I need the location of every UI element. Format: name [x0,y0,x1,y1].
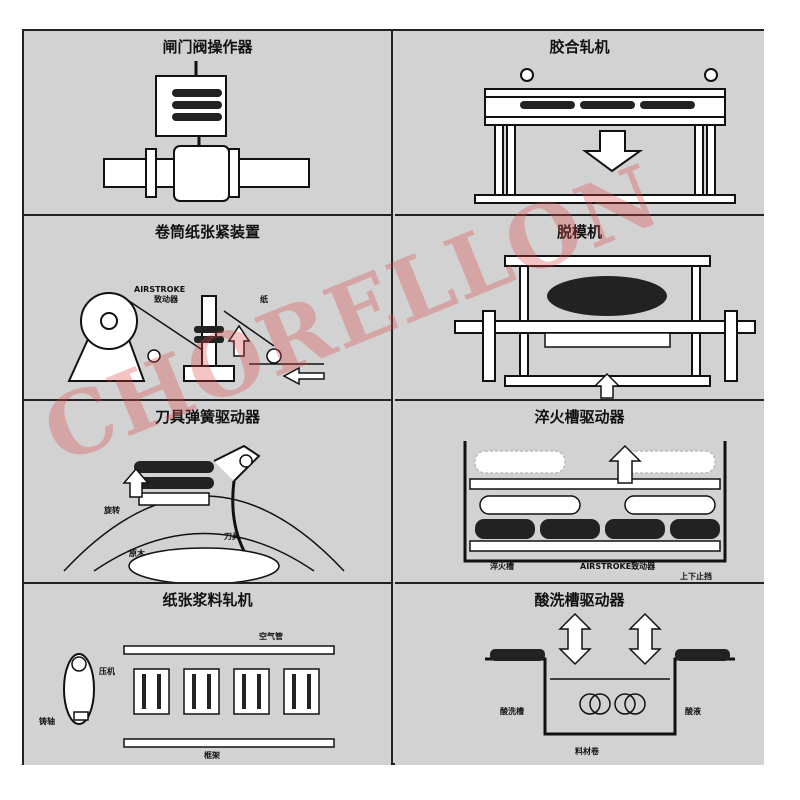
label-acid: 酸液 [685,706,701,716]
quench-tank-illustration: 淬火槽 AIRSTROKE致动器 上下止挡 [463,441,727,581]
panel-paper-roll: 卷筒纸张紧装置 AIRSTROKE 致动器 纸 [24,216,393,401]
label-airstroke: AIRSTROKE [134,285,185,294]
demolding-illustration [454,255,756,399]
panel-title: 胶合轧机 [549,38,610,56]
knife-spring-illustration: 旋转 原木 刀具 [63,444,345,582]
panel-title: 淬火槽驱动器 [534,408,625,426]
label-coil: 料材卷 [575,746,600,756]
panel-pickling-tank: 酸洗槽驱动器 酸洗槽 酸液 料材卷 [395,584,764,765]
label-stop: 上下止挡 [680,571,712,581]
panel-title: 酸洗槽驱动器 [534,591,625,609]
label-rotate: 旋转 [103,505,120,515]
panel-demolding: 脱模机 [395,216,764,401]
paper-roll-illustration: AIRSTROKE 致动器 纸 [67,285,325,386]
pickling-tank-illustration: 酸洗槽 酸液 料材卷 [485,612,735,756]
panel-title: 刀具弹簧驱动器 [154,408,260,426]
label-frame: 框架 [204,750,220,760]
label-tank: 淬火槽 [490,561,514,571]
label-log: 原木 [129,548,146,558]
panel-rubber-press: 胶合轧机 [395,31,764,216]
label-airpipe: 空气管 [259,631,283,641]
label-press: 压机 [99,666,115,676]
label-paper: 纸 [260,294,268,304]
gate-valve-illustration [103,61,310,202]
label-actuator: 致动器 [154,294,179,304]
panel-title: 纸张浆料轧机 [162,591,253,609]
panel-paper-pulp: 纸张浆料轧机 空气管 压机 铸轴 框架 [24,584,393,765]
diagram-grid: 闸门阀操作器 胶合轧机 [22,29,764,765]
panel-title: 卷筒纸张紧装置 [154,223,260,241]
panel-title: 脱模机 [556,223,602,241]
panel-title: 闸门阀操作器 [162,38,253,56]
label-knife: 刀具 [224,532,240,541]
panel-gate-valve: 闸门阀操作器 [24,31,393,216]
rubber-press-illustration [474,68,736,204]
label-shaft: 铸轴 [39,716,55,726]
label-tank: 酸洗槽 [500,706,524,716]
panel-knife-spring: 刀具弹簧驱动器 旋转 原木 刀具 [24,401,393,584]
panel-quench-tank: 淬火槽驱动器 淬火槽 AIRSTROKE致动器 上下止挡 [395,401,764,584]
paper-pulp-illustration: 空气管 压机 铸轴 框架 [39,631,335,760]
label-actuator: AIRSTROKE致动器 [580,561,656,571]
